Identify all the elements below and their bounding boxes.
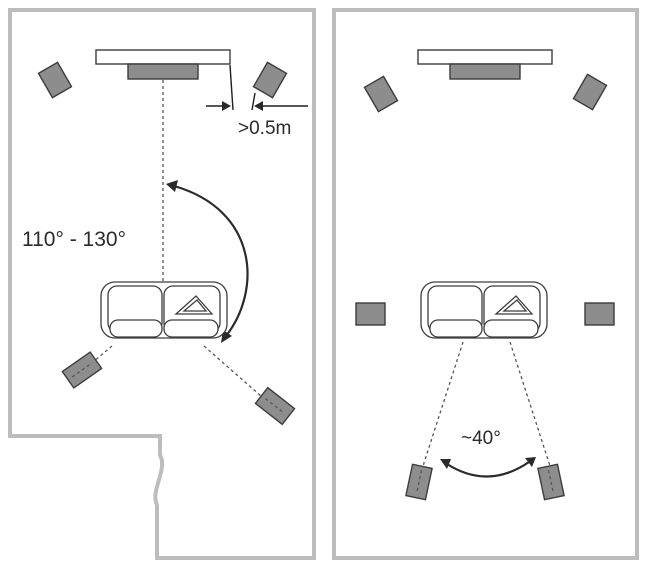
speaker-edge-marker — [251, 92, 256, 111]
tv-right — [449, 63, 521, 80]
angle-label-right: ~40° — [461, 428, 501, 449]
rear-arc-arrowhead-left — [440, 459, 451, 469]
distance-measurement: >0.5m — [206, 64, 308, 139]
rear-left-line — [422, 341, 464, 467]
side-left-speaker — [355, 302, 386, 326]
front-left-speaker — [37, 61, 73, 99]
sofa-right — [420, 281, 548, 339]
side-right-speaker — [584, 302, 615, 326]
front-right-speaker — [252, 61, 288, 99]
distance-arrowhead-right — [254, 101, 263, 111]
left-room-walls — [8, 8, 316, 560]
surround-angle-arc — [173, 184, 249, 337]
tv-stand-right — [417, 49, 553, 65]
surround-left-speaker — [61, 351, 103, 389]
sofa-left — [100, 281, 228, 339]
rear-right-speaker — [537, 463, 565, 501]
arc-arrowhead-top — [166, 180, 178, 192]
front-right-speaker-right — [572, 73, 608, 111]
tv-edge-marker — [229, 64, 234, 111]
rear-right-line — [509, 341, 551, 467]
rear-left-speaker — [405, 463, 433, 501]
front-left-speaker-right — [363, 75, 399, 113]
rear-arc-arrowhead-right — [525, 457, 536, 467]
angle-label-left: 110° - 130° — [22, 228, 126, 251]
surround-right-speaker — [254, 386, 296, 426]
distance-arrowhead-left — [222, 101, 231, 111]
left-room: >0.5m 110° - 130° — [8, 8, 316, 560]
tv-stand — [95, 49, 231, 65]
right-room-walls — [332, 8, 639, 560]
rear-angle-arc — [446, 461, 530, 478]
right-room: ~40° — [332, 8, 639, 560]
distance-label: >0.5m — [238, 118, 291, 139]
surround-right-line — [203, 345, 271, 405]
tv — [127, 63, 199, 80]
